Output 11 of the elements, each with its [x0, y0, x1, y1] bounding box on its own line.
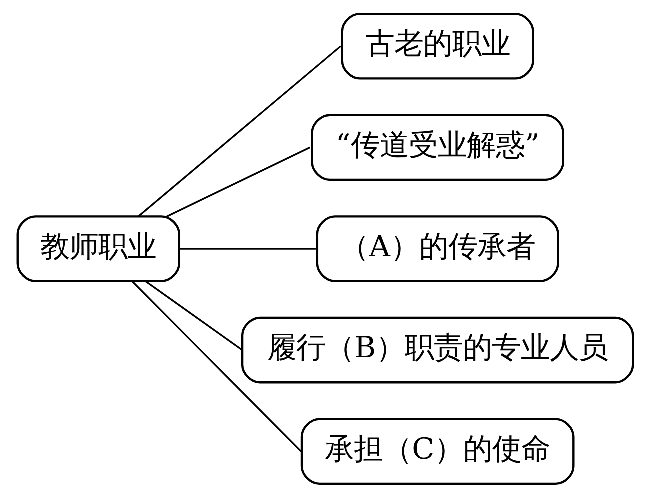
connector	[166, 146, 310, 218]
node-box: 教师职业	[16, 216, 180, 282]
connector	[138, 46, 342, 218]
node-box: 承担（C）的使命	[300, 418, 575, 486]
node-box: 履行（B）职责的专业人员	[241, 316, 634, 384]
node-box: “传道受业解惑”	[311, 114, 564, 182]
node-box: 古老的职业	[341, 12, 534, 80]
node-box: （A）的传承者	[316, 216, 560, 282]
connector	[145, 280, 244, 352]
connector	[180, 248, 316, 250]
connector	[132, 280, 302, 452]
